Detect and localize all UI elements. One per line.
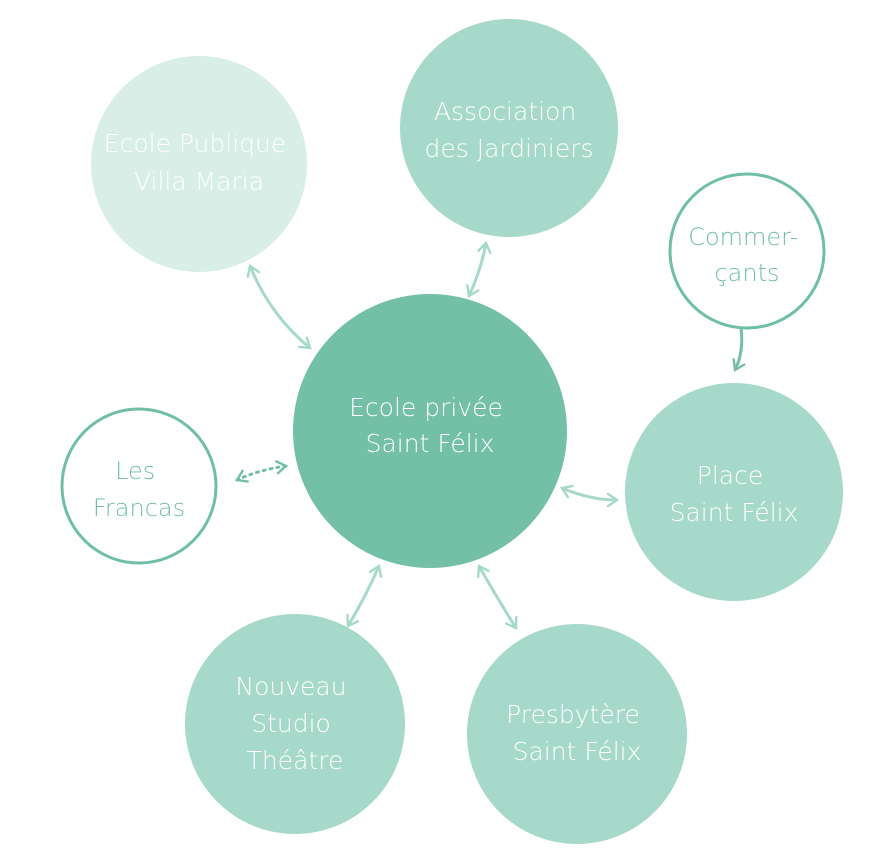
node-ecole-publique-circle bbox=[91, 56, 307, 272]
svg-text:Commer- çants: Commer- çants bbox=[688, 223, 806, 287]
svg-text:Les Francas: Les Francas bbox=[93, 457, 185, 522]
arrow-francas-dotted bbox=[235, 460, 289, 483]
node-place: Place Saint Félix bbox=[625, 383, 843, 601]
node-ecole-publique-line2: Villa Maria bbox=[134, 167, 264, 196]
node-francas-line1: Les bbox=[115, 457, 155, 485]
svg-text:Association des Jardinie: Association des Jardiniers bbox=[424, 97, 593, 163]
node-presbytere: Presbytère Saint Félix bbox=[467, 624, 687, 844]
node-center: Ecole privée Saint Félix bbox=[293, 294, 567, 568]
node-studio-circle bbox=[185, 614, 405, 834]
node-studio-line2: Studio bbox=[251, 709, 331, 738]
node-association-line1: Association bbox=[434, 97, 576, 126]
node-association: Association des Jardiniers bbox=[400, 19, 618, 237]
node-center-circle bbox=[293, 294, 567, 568]
node-studio-line3: Théâtre bbox=[247, 746, 344, 775]
node-francas-line2: Francas bbox=[93, 494, 185, 522]
arrow-place bbox=[560, 484, 620, 508]
node-commercants-circle bbox=[668, 172, 826, 330]
svg-text:Ecole privée Saint Félix: Ecole privée Saint Félix bbox=[349, 393, 511, 458]
node-presbytere-circle bbox=[467, 624, 687, 844]
svg-text:Nouveau Studio Thé: Nouveau Studio Théâtre bbox=[235, 672, 354, 775]
node-presbytere-line2: Saint Félix bbox=[513, 737, 642, 766]
arrow-commercants-to-place bbox=[732, 327, 746, 372]
node-studio: Nouveau Studio Théâtre bbox=[185, 614, 405, 834]
svg-text:Place Saint Félix: Place Saint Félix bbox=[670, 461, 799, 527]
arrow-studio bbox=[346, 564, 383, 628]
arrow-association bbox=[466, 240, 492, 298]
node-commercants-line1: Commer- bbox=[688, 223, 798, 251]
connectors bbox=[235, 240, 746, 630]
node-ecole-publique: Ecole Publique Villa Maria bbox=[91, 56, 307, 272]
node-francas: Les Francas bbox=[60, 407, 218, 565]
node-studio-line1: Nouveau bbox=[235, 672, 346, 701]
svg-text:Ecole Publique Villa Mar: Ecole Publique Villa Maria bbox=[104, 129, 294, 196]
node-presbytere-line1: Presbytère bbox=[506, 700, 640, 729]
node-center-line1: Ecole privée bbox=[349, 393, 503, 422]
node-francas-circle bbox=[60, 407, 218, 565]
node-place-circle bbox=[625, 383, 843, 601]
node-ecole-publique-line1: Ecole Publique bbox=[104, 129, 286, 158]
arrow-ecole-publique bbox=[246, 263, 312, 350]
node-association-line2: des Jardiniers bbox=[424, 134, 593, 163]
node-place-line1: Place bbox=[697, 461, 763, 490]
node-association-circle bbox=[400, 19, 618, 237]
node-commercants-line2: çants bbox=[714, 259, 779, 287]
node-place-line2: Saint Félix bbox=[670, 498, 799, 527]
arrow-presbytere bbox=[477, 564, 518, 630]
node-commercants: Commer- çants bbox=[668, 172, 826, 330]
svg-text:Presbytère Saint Félix: Presbytère Saint Félix bbox=[506, 700, 648, 766]
node-center-line2: Saint Félix bbox=[366, 429, 495, 458]
